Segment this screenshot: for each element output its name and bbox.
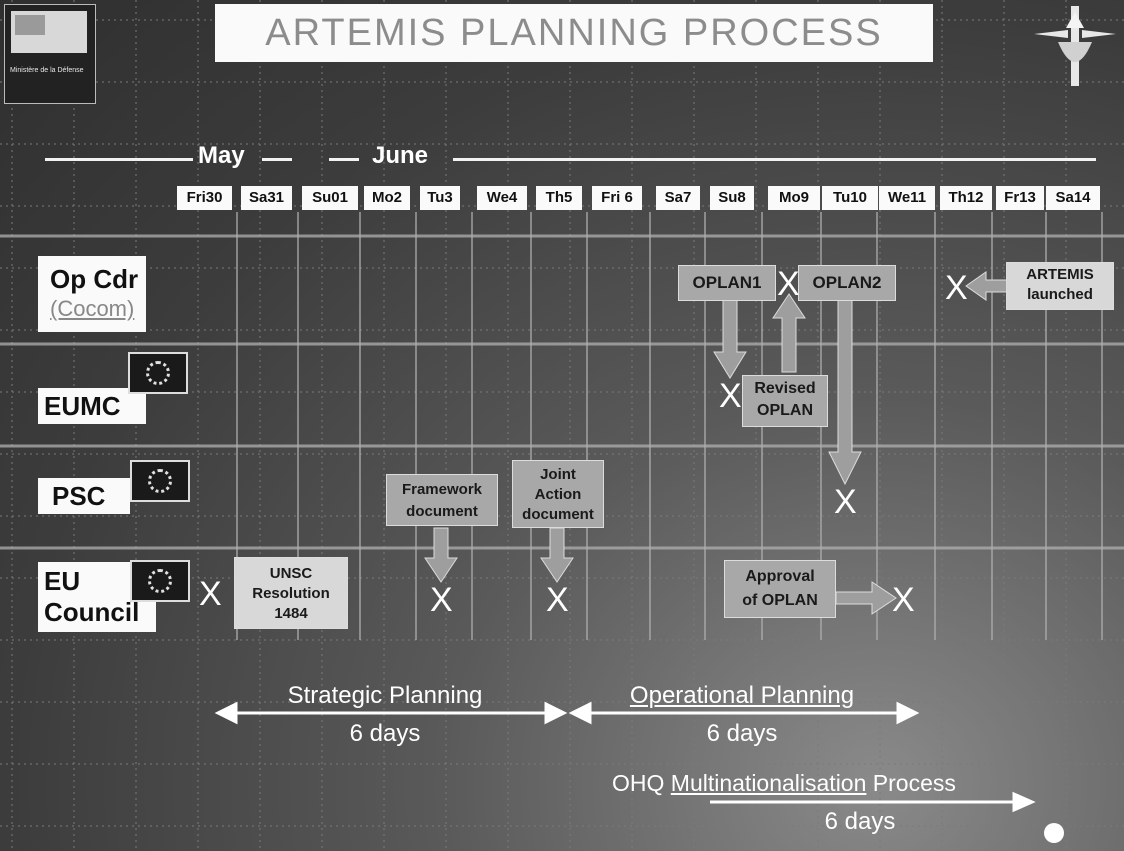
ohq-suffix: Process [866, 770, 956, 796]
arrow-oplan1-down [713, 299, 747, 379]
box-revised-oplan: Revised OPLAN [742, 375, 828, 427]
day-we11: We11 [879, 186, 935, 210]
x-mark-psc-tu10: X [834, 483, 857, 521]
x-mark-eumc-su8: X [719, 377, 742, 415]
box-approval-of-oplan: Approval of OPLAN [724, 560, 836, 618]
eu-flag-icon [130, 560, 190, 602]
unsc-line1: UNSC [269, 565, 313, 582]
arrow-framework-down [424, 527, 458, 583]
x-mark-op-cdr-mo9: X [777, 265, 800, 303]
row-label-psc: PSC [38, 478, 130, 514]
ohq-duration: 6 days [824, 808, 896, 835]
row-label-eu-council: EU Council [38, 562, 156, 632]
ministry-label: Ministère de la Défense [10, 67, 84, 74]
june-line-left [329, 158, 359, 161]
strategic-arrow-left-head [214, 701, 238, 725]
row-label-op-cdr: Op Cdr (Cocom) [38, 256, 146, 332]
day-sa31: Sa31 [241, 186, 292, 210]
eu-council-line1: EU [44, 566, 81, 596]
strategic-planning-duration: 6 days [349, 720, 421, 747]
day-th12: Th12 [940, 186, 992, 210]
unsc-line2: Resolution [252, 585, 330, 602]
strategic-arrow-right-head [544, 701, 568, 725]
arrow-oplan2-down [828, 297, 862, 486]
day-th5: Th5 [536, 186, 582, 210]
box-oplan1: OPLAN1 [678, 265, 776, 301]
title-banner: ARTEMIS PLANNING PROCESS [215, 4, 933, 62]
eu-council-line2: Council [44, 597, 140, 627]
arrow-joint-down [540, 527, 574, 583]
box-oplan2: OPLAN2 [798, 265, 896, 301]
operational-arrow-right-head [896, 701, 920, 725]
approval-line1: Approval [745, 568, 815, 585]
strategic-planning-label: Strategic Planning [287, 682, 483, 709]
ohq-prefix: OHQ [612, 770, 671, 796]
joint-line2: Action [534, 486, 582, 503]
day-su8: Su8 [710, 186, 754, 210]
approval-line2: of OPLAN [742, 592, 818, 609]
x-mark-op-cdr-th12: X [945, 269, 968, 307]
lamp-icon [1044, 823, 1064, 843]
day-tu10: Tu10 [822, 186, 878, 210]
operational-arrow-left-head [568, 701, 592, 725]
may-line-right [262, 158, 292, 161]
artemis-line1: ARTEMIS [1026, 266, 1094, 283]
joint-line1: Joint [540, 466, 576, 483]
x-mark-council-tu3: X [430, 581, 453, 619]
box-joint-action-document: Joint Action document [512, 460, 604, 528]
revised-line1: Revised [754, 380, 816, 397]
framework-line1: Framework [401, 481, 483, 498]
ministry-logo: Ministère de la Défense [4, 4, 96, 104]
day-sa7: Sa7 [656, 186, 700, 210]
x-mark-council-th5: X [546, 581, 569, 619]
eu-flag-icon [130, 460, 190, 502]
box-unsc-resolution: UNSC Resolution 1484 [234, 557, 348, 629]
page-title: ARTEMIS PLANNING PROCESS [265, 11, 883, 54]
day-tu3: Tu3 [420, 186, 460, 210]
june-line-right [453, 158, 1096, 161]
arrow-artemis-left [965, 271, 1009, 301]
box-artemis-launched: ARTEMIS launched [1006, 262, 1114, 310]
joint-line3: document [522, 506, 594, 523]
x-mark-council-fri30: X [199, 575, 222, 613]
month-may: May [198, 142, 245, 169]
arrow-approval-right [835, 581, 897, 615]
unsc-line3: 1484 [274, 605, 308, 622]
day-fr13: Fr13 [996, 186, 1044, 210]
artemis-line2: launched [1027, 286, 1093, 303]
operational-planning-duration: 6 days [706, 720, 778, 747]
day-sa14: Sa14 [1046, 186, 1100, 210]
ohq-arrow-right-head [1012, 791, 1036, 813]
framework-line2: document [406, 503, 478, 520]
revised-line2: OPLAN [757, 402, 813, 419]
day-mo2: Mo2 [364, 186, 410, 210]
arrow-revised-up [772, 293, 806, 373]
ohq-underlined: Multinationalisation [670, 770, 867, 796]
op-cdr-label: Op Cdr [50, 264, 139, 294]
day-su01: Su01 [302, 186, 358, 210]
box-framework-document: Framework document [386, 474, 498, 526]
day-mo9: Mo9 [768, 186, 820, 210]
month-june: June [372, 142, 429, 169]
day-fri6: Fri 6 [592, 186, 642, 210]
x-mark-council-we11: X [892, 581, 915, 619]
row-label-eumc: EUMC [38, 388, 146, 424]
may-line-left [45, 158, 193, 161]
eu-flag-icon [128, 352, 188, 394]
eu-military-emblem-icon [1034, 6, 1116, 86]
ohq-multinationalisation-label: OHQ Multinationalisation Process [612, 770, 1092, 797]
french-flag-icon [11, 11, 87, 53]
op-cdr-sublabel: (Cocom) [50, 296, 135, 321]
day-fri30: Fri30 [177, 186, 232, 210]
day-we4: We4 [477, 186, 527, 210]
operational-planning-label: Operational Planning [629, 682, 855, 709]
